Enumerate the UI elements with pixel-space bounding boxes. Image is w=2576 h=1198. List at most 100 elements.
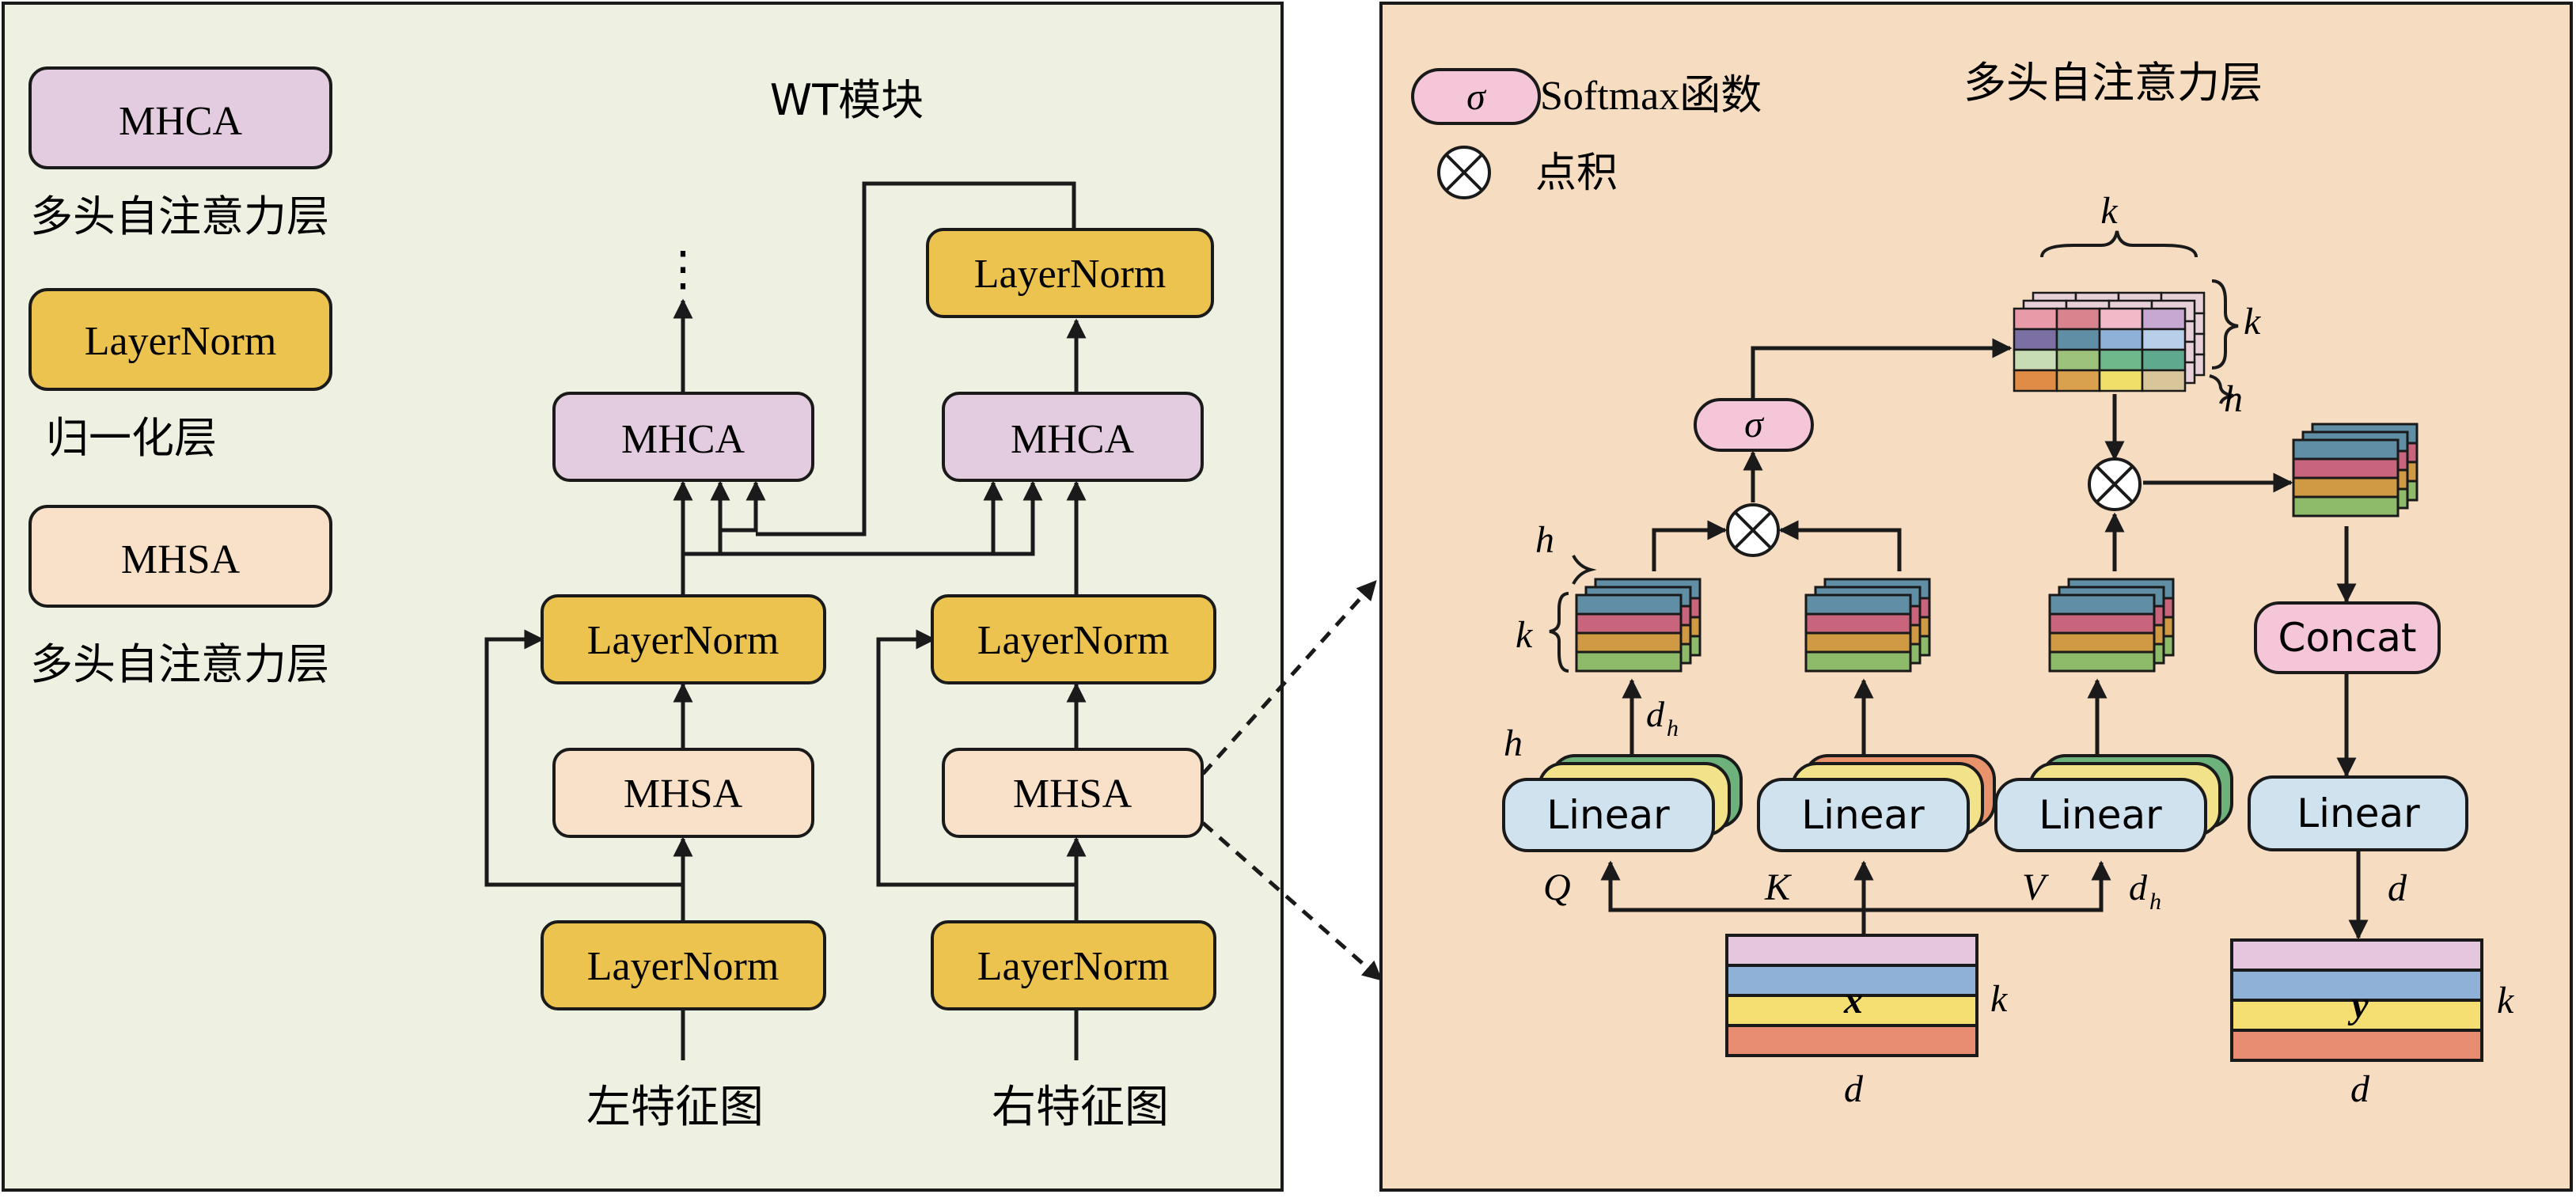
left-panel-title: WT模块 [770,75,924,125]
linear-v-label: Linear [2039,792,2162,838]
legend-mhsa-caption: 多头自注意力层 [30,639,329,689]
legend-mhca-caption: 多头自注意力层 [30,191,329,241]
legend-softmax-symbol: σ [1466,76,1487,118]
concat-label: Concat [2278,615,2417,661]
attention-cell [2141,369,2187,392]
attention-cell [2013,369,2058,392]
right-stack: LayerNorm MHCA LayerNorm MHSA LayerNorm … [926,228,1216,1133]
left-bottom-layernorm-block [541,920,826,1010]
k-head-stack [1804,578,1931,673]
legend-mhca: MHCA 多头自注意力层 [28,66,332,241]
label-d-x: d [1844,1068,1864,1110]
label-dh-q-base: d [1646,694,1665,734]
legend-layernorm-caption: 归一化层 [46,413,217,463]
dimension-braces [1549,230,2239,673]
legend-mhsa: MHSA 多头自注意力层 [28,505,332,689]
legend-mhsa-box-label: MHSA [121,537,241,582]
attention-cell [2055,307,2101,331]
right-top-layernorm-block [926,228,1214,318]
attention-cell [2098,348,2144,372]
legend-dot-product-text: 点积 [1535,150,1618,197]
left-input-label: 左特征图 [586,1082,764,1133]
attention-cell [2098,369,2144,392]
legend-softmax-text: Softmax函数 [1540,74,1762,119]
right-mid-layernorm-block [931,594,1216,684]
attention-cell [2013,307,2058,331]
input-x-label: x [1843,980,1863,1022]
label-k-matrix-side: k [2244,301,2262,343]
output-y-block: y [2230,938,2483,1062]
input-x-block: x [1725,934,1978,1057]
right-mhca-label: MHCA [1011,417,1134,462]
label-k-q-stack: k [1516,614,1534,656]
legend-dot-product-icon [1437,146,1491,199]
label-d-y: d [2350,1068,2370,1110]
right-mhsa-label: MHSA [1013,771,1132,817]
right-mhca-block [942,392,1204,482]
right-top-layernorm-label: LayerNorm [974,252,1167,297]
label-k-y: k [2497,980,2515,1022]
softmax-block [1694,398,1814,452]
left-mid-layernorm-label: LayerNorm [587,618,780,663]
label-dh-q-sub: h [1667,715,1679,741]
right-panel-title: 多头自注意力层 [1963,58,2263,108]
linear-q-label: Linear [1546,792,1670,838]
right-bottom-layernorm-label: LayerNorm [977,944,1170,989]
label-Q: Q [1543,866,1571,908]
linear-out-label: Linear [2297,790,2420,836]
linear-k-label: Linear [1801,792,1925,838]
attention-cell [2098,307,2144,331]
left-stack: ⋮ MHCA LayerNorm MHSA LayerNorm 左特征图 [541,243,826,1133]
output-head-stack [2292,423,2419,517]
label-V: V [2022,866,2049,908]
linear-v-block: Linear [1994,754,2233,852]
linear-out-block: Linear [2248,775,2468,851]
attention-matrix [2013,291,2206,392]
attention-cell [2013,348,2058,372]
right-column-wires [683,318,1087,1060]
dot-product-qk [1726,503,1780,557]
right-bottom-layernorm-block [931,920,1216,1010]
attention-cell [2141,348,2187,372]
attention-cell [2055,369,2101,392]
left-mhsa-label: MHSA [624,771,743,817]
zoom-dashed-lines [1201,580,1383,981]
attention-cell [2055,328,2101,351]
softmax-symbol: σ [1744,404,1765,445]
label-dh-v-base: d [2129,867,2148,908]
label-h-linear-q: h [1504,722,1523,764]
label-k-x: k [1990,978,2009,1020]
right-input-label: 右特征图 [992,1082,1169,1133]
linear-q-block: Linear [1502,754,1743,852]
legend-layernorm: LayerNorm 归一化层 [28,288,332,463]
attention-cell [2141,307,2187,331]
left-mhsa-block [552,748,814,838]
left-mid-layernorm-block [541,594,826,684]
right-mid-layernorm-label: LayerNorm [977,618,1170,663]
label-k-top: k [2100,190,2119,232]
feature-stacks [1575,423,2419,673]
linear-k-block: Linear [1757,754,1996,852]
attention-wires [1600,338,2369,940]
left-mhca-label: MHCA [621,417,745,462]
v-head-stack [2048,578,2175,673]
output-y-label: y [2347,984,2369,1026]
label-h-q-stack: h [1535,519,1554,561]
concat-block: Concat [2254,601,2441,674]
q-head-stack [1575,578,1702,673]
attention-cell [2055,348,2101,372]
attention-cell [2141,328,2187,351]
dot-product-v [2088,457,2142,511]
attention-cell [2098,328,2144,351]
legend-layernorm-box-label: LayerNorm [85,319,277,364]
legend-softmax-pill [1411,68,1541,125]
label-d-linear-out: d [2388,867,2407,909]
legend-mhca-box-label: MHCA [119,99,242,144]
right-mhsa-block [942,748,1204,838]
label-K: K [1764,866,1793,908]
attention-cell [2013,328,2058,351]
label-h-matrix-side: h [2224,378,2243,420]
label-dh-v-sub: h [2149,889,2161,915]
left-mhca-block [552,392,814,482]
